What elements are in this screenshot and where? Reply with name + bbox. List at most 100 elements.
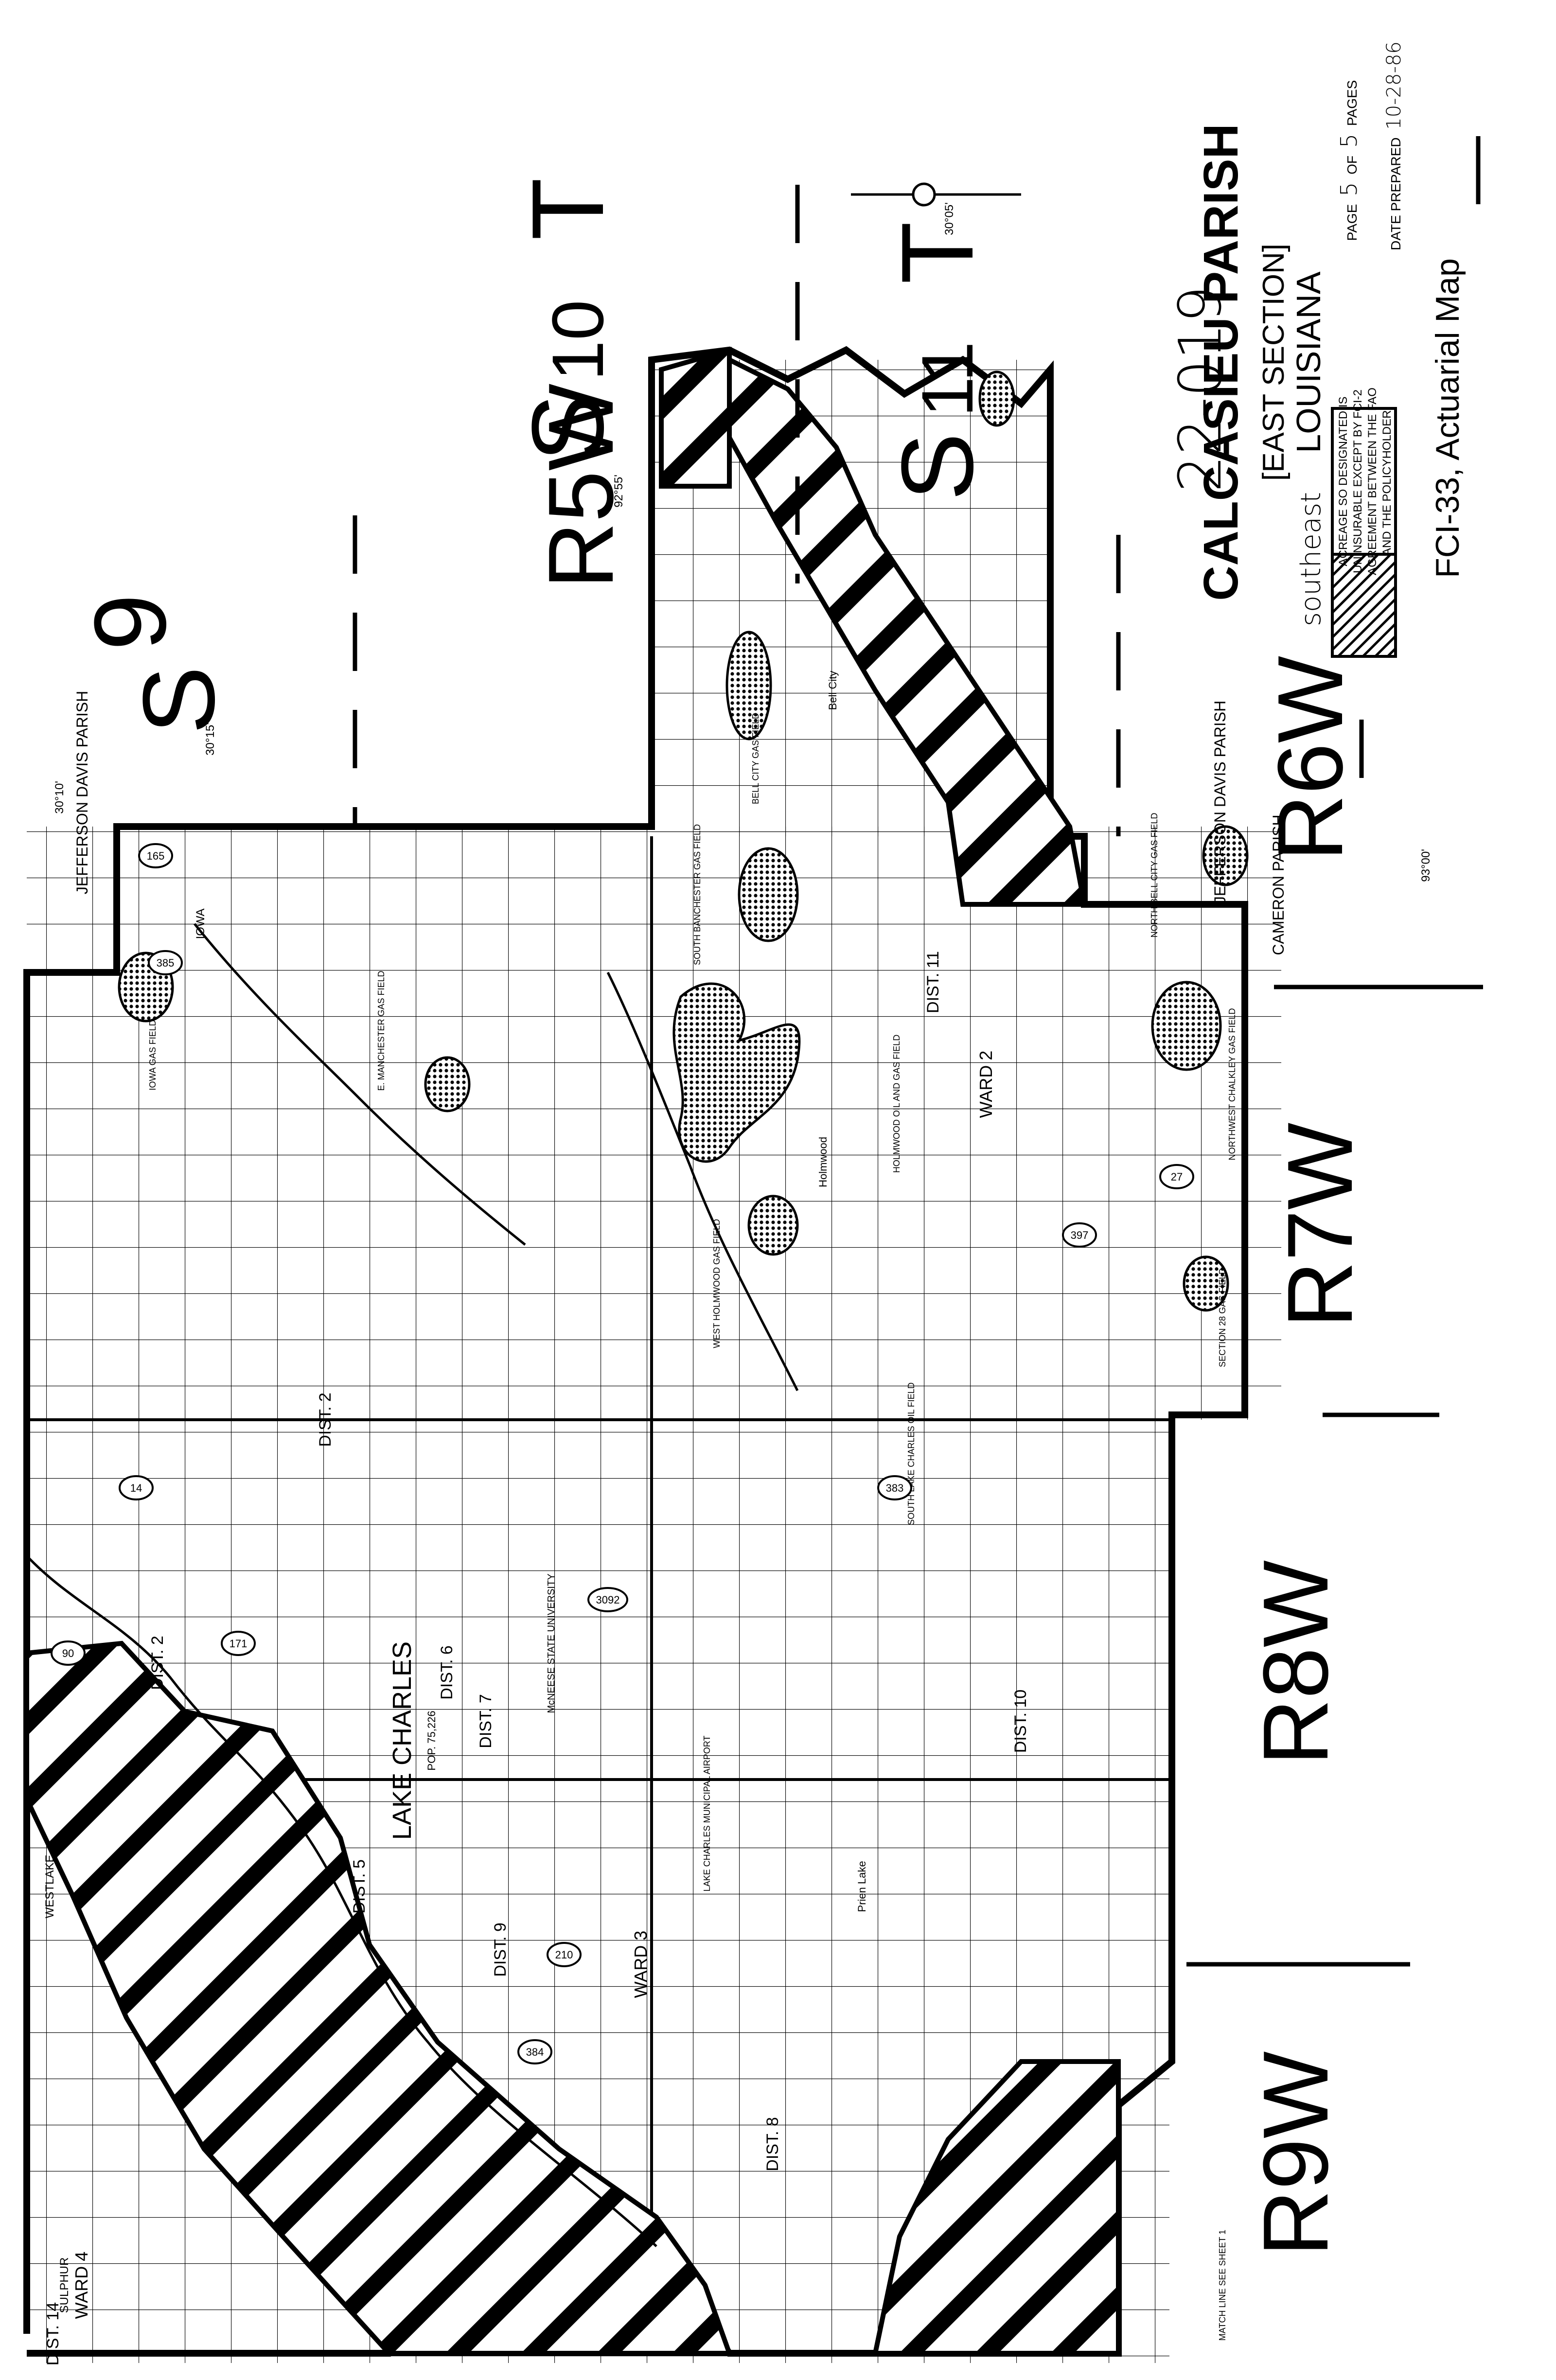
guide-lines (353, 185, 1121, 836)
place-lake-charles: LAKE CHARLES (388, 1641, 417, 1840)
township-t10s-t: T (511, 178, 625, 240)
legend-text-box (1331, 407, 1397, 556)
range-label-r6w: R6W (1259, 656, 1362, 861)
road-shields: 165 90 14 397 385 27 384 171 3092 210 38… (51, 843, 1194, 2064)
ward-label: WARD 2 (976, 1051, 996, 1118)
place-lake-charles-pop: POP. 75,226 (425, 1710, 438, 1770)
road-shield-label: 90 (62, 1647, 74, 1659)
coord-30-15: 30°15' (204, 723, 217, 756)
parish-title: CALCASIEU PARISH (1194, 123, 1248, 601)
township-t11s-num: 11 (906, 341, 988, 417)
township-labels: T 10 S T 11 S 9 S (73, 178, 994, 734)
bayou-east (606, 971, 799, 1392)
date-label: DATE PREPARED (1388, 138, 1403, 250)
gas-field-label: WEST HOLMWOOD GAS FIELD (712, 1219, 722, 1348)
district-label: DIST. 9 (491, 1922, 510, 1976)
gas-field-label: SOUTH BANCHESTER GAS FIELD (692, 824, 702, 965)
township-t11s-s: S (880, 433, 994, 501)
district-label: DIST. 10 (1011, 1690, 1030, 1753)
hatched-zone-northeast (659, 347, 732, 489)
district-label: DIST. 8 (763, 2117, 782, 2171)
place-labels: LAKE CHARLES POP. 75,226 McNEESE STATE U… (43, 671, 1227, 2341)
range-label-r8w: R8W (1244, 1560, 1347, 1765)
bayou-north (194, 923, 526, 1246)
uninsurable-zones (24, 347, 1121, 2356)
region-note: southeast (1295, 492, 1327, 626)
page-suffix: PAGES (1344, 80, 1360, 126)
range-label-r9w: R9W (1244, 2051, 1347, 2257)
district-label: DIST. 7 (477, 1694, 495, 1748)
district-label: DIST. 11 (924, 951, 942, 1013)
road-shield-label: 171 (230, 1638, 248, 1650)
hatched-zone-east-strip (727, 355, 1088, 907)
title-block: 22-019 CALCASIEU PARISH [EAST SECTION] s… (1167, 123, 1327, 626)
gas-field-south-banchester (738, 847, 799, 942)
date-line: DATE PREPARED 10-28-86 (1383, 41, 1405, 250)
page-line: PAGE 5 OF 5 PAGES (1336, 80, 1362, 241)
coord-93-00: 93°00' (1419, 849, 1432, 882)
district-labels: DIST. 2 DIST. 2 DIST. 6 DIST. 7 DIST. 5 … (44, 951, 1030, 2365)
gas-field-label: BELL CITY GAS FIELD (751, 713, 760, 804)
gas-field-holmwood (672, 982, 801, 1163)
road-shield-label: 14 (130, 1482, 142, 1494)
map-number: 22-019 (1167, 285, 1235, 492)
district-label: DIST. 2 (148, 1636, 167, 1690)
footer-label: FCI-33, Actuarial Map (1429, 258, 1466, 578)
road-shield-label: 384 (526, 2046, 544, 2058)
legend: ACREAGE SO DESIGNATED IS UNINSURABLE EXC… (1331, 388, 1397, 658)
gas-field-northwest-chalkley (1151, 981, 1222, 1071)
gas-field-east (978, 370, 1015, 427)
place-sulphur: SULPHUR (58, 2257, 71, 2313)
ward-labels: WARD 2 WARD 3 WARD 4 (71, 1051, 996, 2319)
road-shield-label: 397 (1071, 1229, 1089, 1241)
section-subtitle: [EAST SECTION] (1257, 244, 1291, 481)
township-t10s-num: 10 (537, 300, 619, 381)
road-shield-label: 165 (147, 850, 165, 862)
neighbor-jefferson-davis-bottom: JEFFERSON DAVIS PARISH (1211, 701, 1229, 904)
gas-field-label: IOWA GAS FIELD (148, 1020, 158, 1090)
state-name: LOUISIANA (1290, 271, 1327, 453)
road-shield-label: 27 (1171, 1171, 1183, 1183)
gas-field-labels: BELL CITY GAS FIELD SOUTH BANCHESTER GAS… (148, 713, 1237, 1525)
gas-field-label: NORTH BELL CITY GAS FIELD (1149, 813, 1159, 938)
gas-field-areas (118, 370, 1249, 1312)
district-label: DIST. 5 (350, 1859, 369, 1913)
gas-field-manchester (424, 1056, 471, 1112)
coord-92-55: 92°55' (612, 475, 625, 508)
gas-field-bell-city (725, 631, 772, 740)
page-value: 5 (1336, 182, 1362, 196)
place-match-line: MATCH LINE SEE SHEET 1 (1218, 2230, 1227, 2341)
road-shield-label: 383 (886, 1482, 904, 1494)
township-t11s-t: T (880, 222, 994, 284)
range-labels: R5W R6W R7W R8W R9W (530, 384, 1372, 2257)
page-info: PAGE 5 OF 5 PAGES DATE PREPARED 10-28-86 (1336, 41, 1405, 250)
place-holmwood: Holmwood (817, 1137, 829, 1187)
place-prien-lake: Prien Lake (856, 1861, 868, 1912)
neighbor-labels: JEFFERSON DAVIS PARISH JEFFERSON DAVIS P… (73, 691, 1287, 955)
district-label: DIST. 14 (44, 2302, 62, 2365)
hatched-zone-south (872, 2059, 1121, 2356)
coordinate-labels: 30°15' 30°05' 92°55' 93°00' 30°10' (53, 202, 1432, 882)
page-total: 5 (1336, 134, 1362, 148)
township-t9s-num: 9 (73, 594, 187, 651)
road-shield-label: 210 (555, 1949, 573, 1961)
calcasieu-river (26, 1555, 657, 2247)
gas-field-label: E. MANCHESTER GAS FIELD (376, 970, 386, 1091)
place-bell-city: Bell City (827, 671, 839, 710)
legend-line-1: ACREAGE SO DESIGNATED IS (1337, 397, 1350, 566)
district-label: DIST. 2 (316, 1393, 335, 1446)
coord-30-10: 30°10' (53, 781, 66, 814)
road-shield-label: 385 (157, 957, 175, 969)
gas-field-section-28 (1183, 1255, 1229, 1312)
place-mcneese: McNEESE STATE UNIVERSITY (546, 1573, 557, 1713)
gas-field-north-bell-city (1202, 825, 1249, 886)
page-of: OF (1344, 156, 1360, 175)
neighbor-jefferson-davis-top: JEFFERSON DAVIS PARISH (73, 691, 91, 894)
township-t9s-s: S (122, 666, 236, 734)
place-iowa: IOWA (194, 908, 207, 939)
gas-field-label: HOLMWOOD OIL AND GAS FIELD (892, 1035, 902, 1173)
ward-label: WARD 3 (631, 1931, 651, 1998)
gas-field-label: NORTHWEST CHALKLEY GAS FIELD (1227, 1008, 1237, 1160)
page-prefix: PAGE (1344, 204, 1360, 241)
